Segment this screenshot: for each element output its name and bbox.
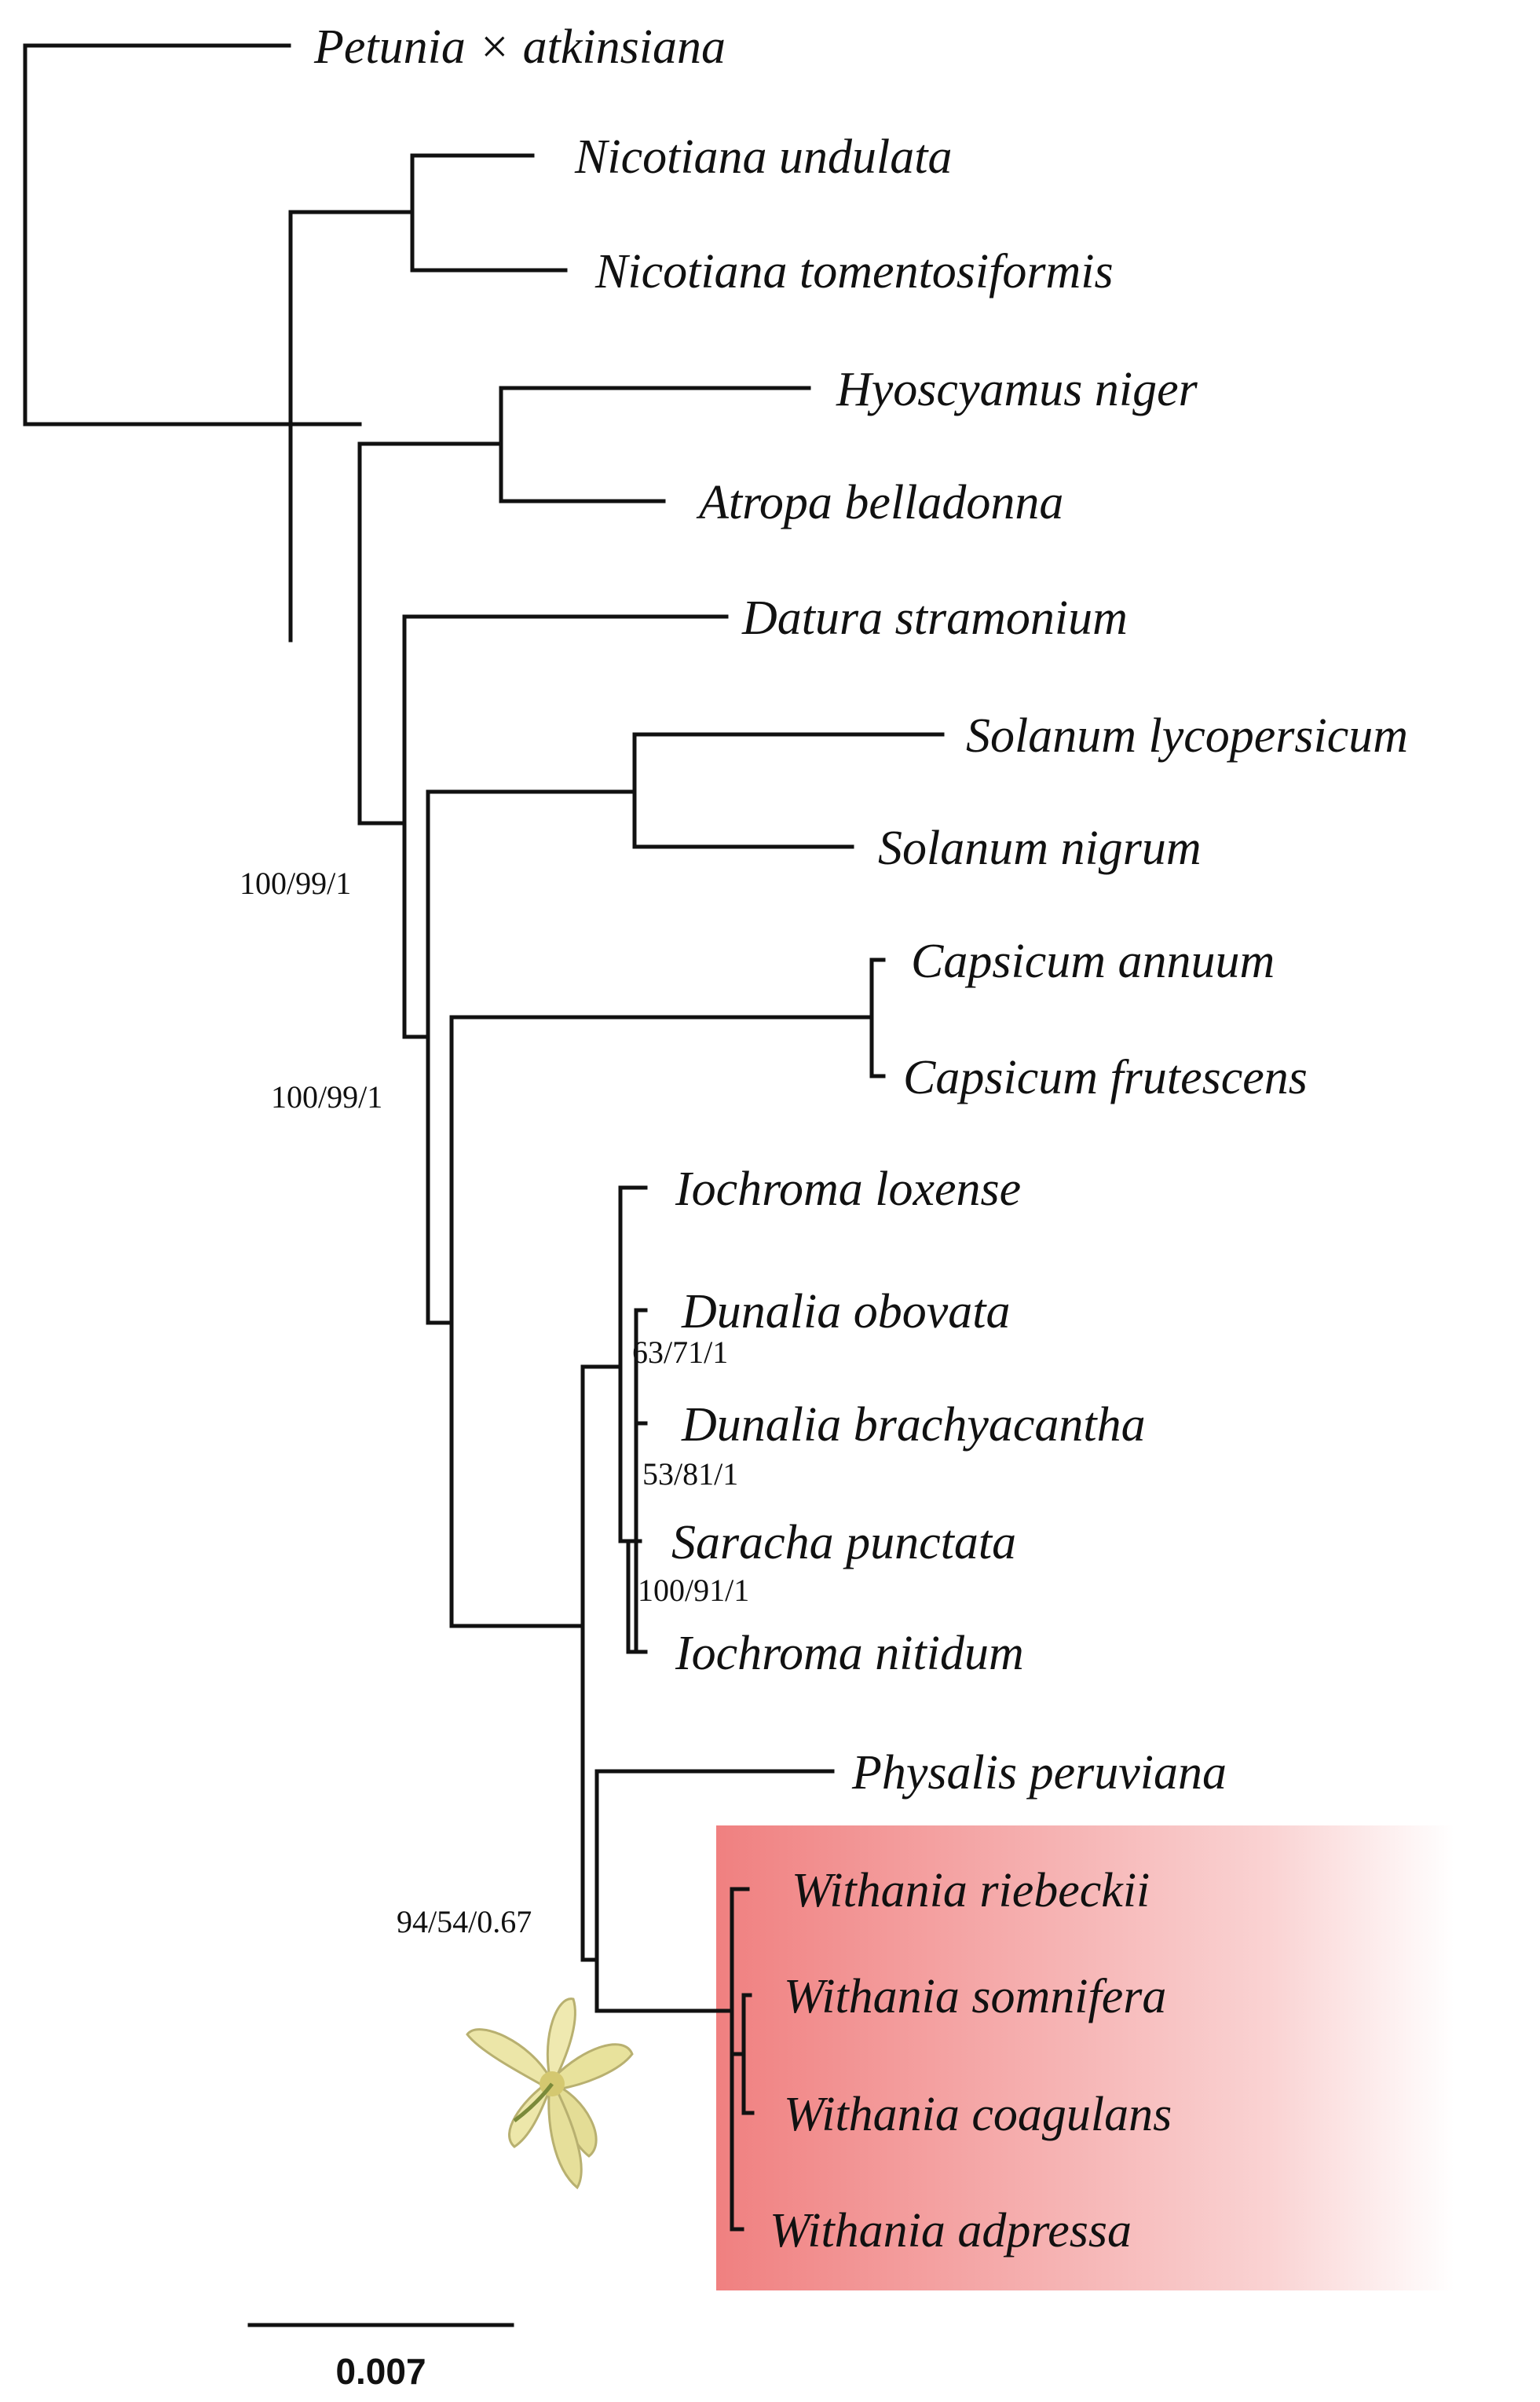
taxon-label: Solanum lycopersicum — [966, 709, 1408, 763]
taxon-labels: Petunia × atkinsiana Nicotiana undulata … — [313, 20, 1408, 2257]
taxon-label: Capsicum annuum — [911, 935, 1275, 988]
taxon-label: Atropa belladonna — [696, 476, 1063, 529]
taxon-label: Iochroma nitidum — [675, 1627, 1024, 1680]
taxon-label: Nicotiana tomentosiformis — [594, 245, 1114, 298]
support-value: 100/99/1 — [271, 1079, 382, 1115]
flower-petal — [552, 2043, 634, 2091]
taxon-label: Withania coagulans — [784, 2088, 1172, 2141]
flower-petal — [466, 2028, 551, 2089]
flower-stem — [513, 2082, 554, 2122]
taxon-label: Nicotiana undulata — [574, 130, 953, 184]
taxon-label: Hyoscyamus niger — [836, 363, 1198, 416]
withania-highlight-box — [716, 1825, 1454, 2290]
support-value: 94/54/0.67 — [397, 1904, 532, 1939]
withania-flower-illustration — [466, 1997, 634, 2190]
support-value: 63/71/1 — [632, 1335, 728, 1370]
support-value: 100/99/1 — [240, 866, 351, 901]
taxon-label: Solanum nigrum — [878, 822, 1202, 875]
flower-petal — [546, 1997, 576, 2079]
flower-petal — [547, 2083, 583, 2190]
taxon-label: Iochroma loxense — [675, 1163, 1021, 1216]
taxon-label: Datura stramonium — [741, 591, 1128, 645]
taxon-label: Withania somnifera — [784, 1970, 1166, 2023]
support-values: 100/99/1 100/99/1 63/71/1 53/81/1 100/91… — [240, 866, 749, 1939]
scale-bar-label: 0.007 — [335, 2351, 426, 2392]
taxon-label: Saracha punctata — [671, 1516, 1016, 1569]
taxon-label: Dunalia obovata — [681, 1285, 1010, 1338]
taxon-label: Petunia × atkinsiana — [313, 20, 726, 74]
tree-branches — [23, 43, 945, 2232]
support-value: 53/81/1 — [642, 1456, 738, 1492]
taxon-label: Capsicum frutescens — [903, 1051, 1308, 1104]
support-value: 100/91/1 — [638, 1573, 749, 1608]
taxon-label: Physalis peruviana — [851, 1746, 1227, 1800]
taxon-label: Withania riebeckii — [792, 1864, 1150, 1917]
scale-bar: 0.007 — [247, 2323, 514, 2392]
taxon-label: Dunalia brachyacantha — [681, 1398, 1146, 1452]
taxon-label: Withania adpressa — [770, 2204, 1132, 2257]
